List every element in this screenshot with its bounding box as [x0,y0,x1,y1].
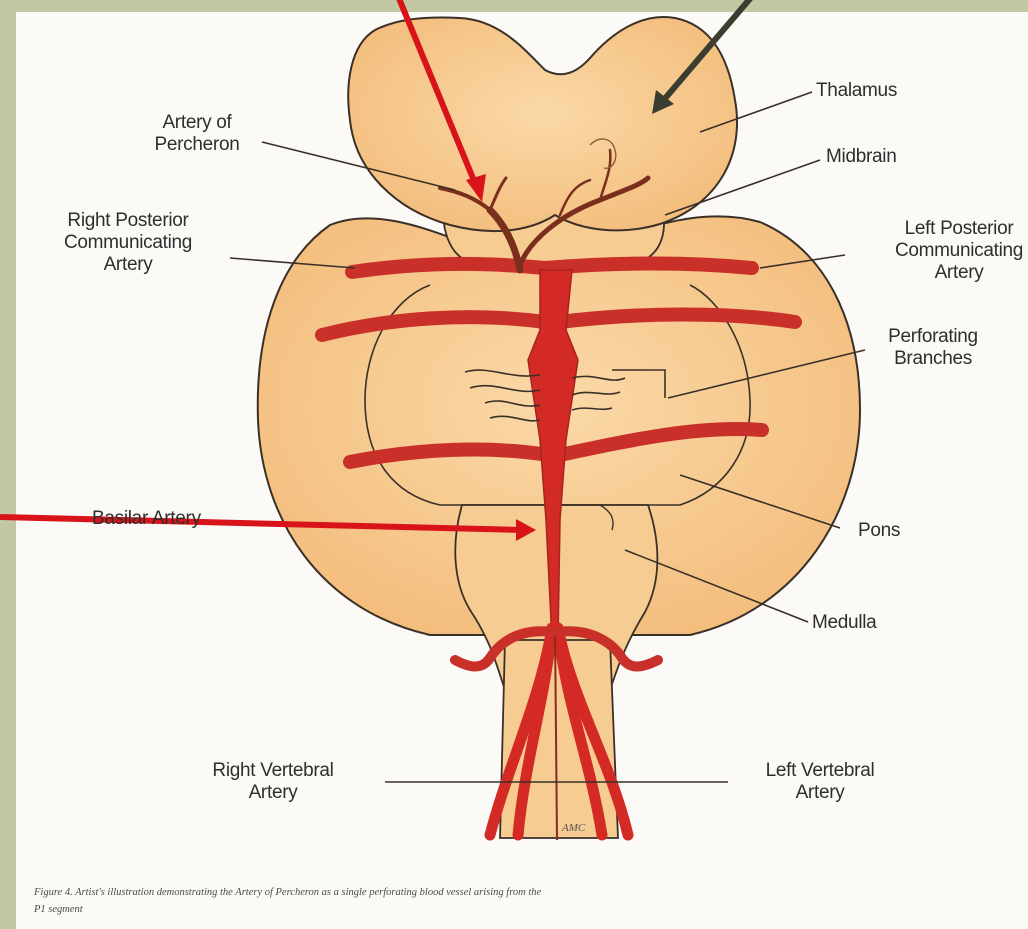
label-artery-of-percheron: Artery of Percheron [128,112,266,156]
caption-line-2: P1 segment [34,901,1024,918]
label-right-posterior-communicating: Right Posterior Communicating Artery [18,210,238,276]
right-cerebral-branch-artery [560,315,795,323]
label-perforating-branches: Perforating Branches [858,326,1008,370]
label-medulla: Medulla [812,612,876,634]
label-pons: Pons [858,520,900,542]
caption-line-1: Figure 4. Artist's illustration demonstr… [34,884,1024,901]
label-left-vertebral: Left Vertebral Artery [720,760,920,804]
thalamus-shape [348,17,737,231]
left-posterior-communicating-artery [545,264,752,269]
label-thalamus: Thalamus [816,80,897,102]
artist-signature: AMC [562,822,585,834]
label-left-posterior-communicating: Left Posterior Communicating Artery [864,218,1028,284]
label-midbrain: Midbrain [826,146,896,168]
label-basilar-artery: Basilar Artery [92,508,201,530]
label-right-vertebral: Right Vertebral Artery [168,760,378,804]
figure-caption: Figure 4. Artist's illustration demonstr… [34,884,1024,918]
